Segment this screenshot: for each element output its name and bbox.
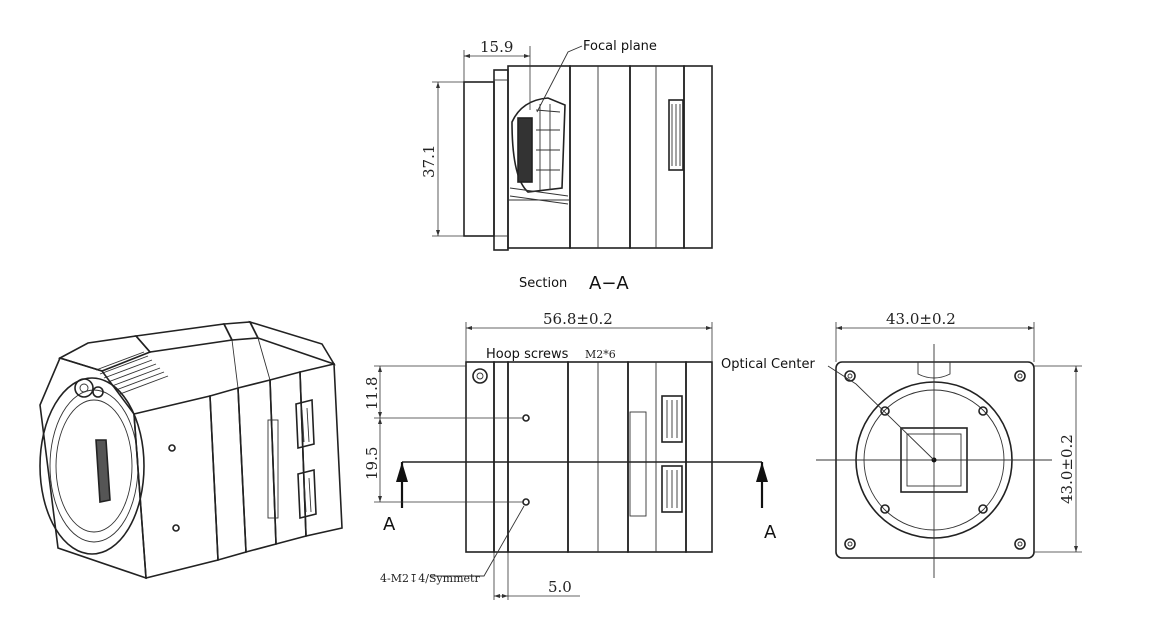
section-mark-left: A	[383, 514, 396, 535]
focal-depth-dimension: 15.9	[480, 38, 513, 56]
section-front-plate	[493, 69, 509, 251]
side-connector-lower	[661, 465, 683, 513]
isometric-camera-view	[39, 320, 343, 580]
section-mid-housing	[569, 65, 631, 249]
height-dimension: 43.0±0.2	[1058, 434, 1076, 504]
screw-spacing-dimension: 19.5	[363, 447, 381, 480]
front-corner-hole	[844, 370, 856, 382]
front-view: Optical Center 43.0±0.2 43.0±0.2	[721, 310, 1082, 578]
hoop-screws-spec: M2*6	[585, 348, 616, 361]
optical-center-label: Optical Center	[721, 357, 815, 372]
hole-offset-dimension: 5.0	[548, 578, 572, 596]
section-sensor-assembly	[509, 97, 569, 205]
side-front-plate	[493, 361, 509, 553]
side-connector-upper	[661, 395, 683, 443]
section-connector	[668, 99, 684, 171]
length-dimension: 56.8±0.2	[543, 310, 613, 328]
hoop-screw-upper	[522, 414, 530, 422]
section-height-dimension: 37.1	[420, 145, 438, 178]
iso-connectors	[295, 398, 317, 520]
side-rear-plate	[685, 361, 713, 553]
side-front-housing	[507, 361, 569, 553]
section-mark-right: A	[764, 522, 777, 543]
section-rear-plate	[683, 65, 713, 249]
section-lens-flange	[463, 81, 495, 237]
focal-plane-label: Focal plane	[583, 39, 657, 54]
width-dimension: 43.0±0.2	[886, 310, 956, 328]
hoop-screw-lower	[522, 498, 530, 506]
side-view: A A 56.8±0.2 Hoop screws M2*6 11.8 19.5 …	[363, 310, 777, 600]
side-front-flange	[465, 361, 495, 553]
side-rear-housing	[627, 361, 687, 553]
hoop-screws-label: Hoop screws	[486, 347, 569, 362]
mount-holes-label: 4-M2↧4/Symmetr	[380, 572, 480, 585]
side-mount-hole	[472, 368, 488, 384]
iso-fins	[95, 351, 169, 395]
section-view: 15.9 Focal plane 37.1 Section A−A	[420, 38, 713, 294]
iso-lens-mount	[39, 377, 145, 555]
side-label-recess	[629, 411, 647, 517]
section-id-label: A−A	[589, 273, 629, 294]
screw-offset-dimension: 11.8	[363, 377, 381, 410]
section-label: Section	[519, 276, 567, 291]
